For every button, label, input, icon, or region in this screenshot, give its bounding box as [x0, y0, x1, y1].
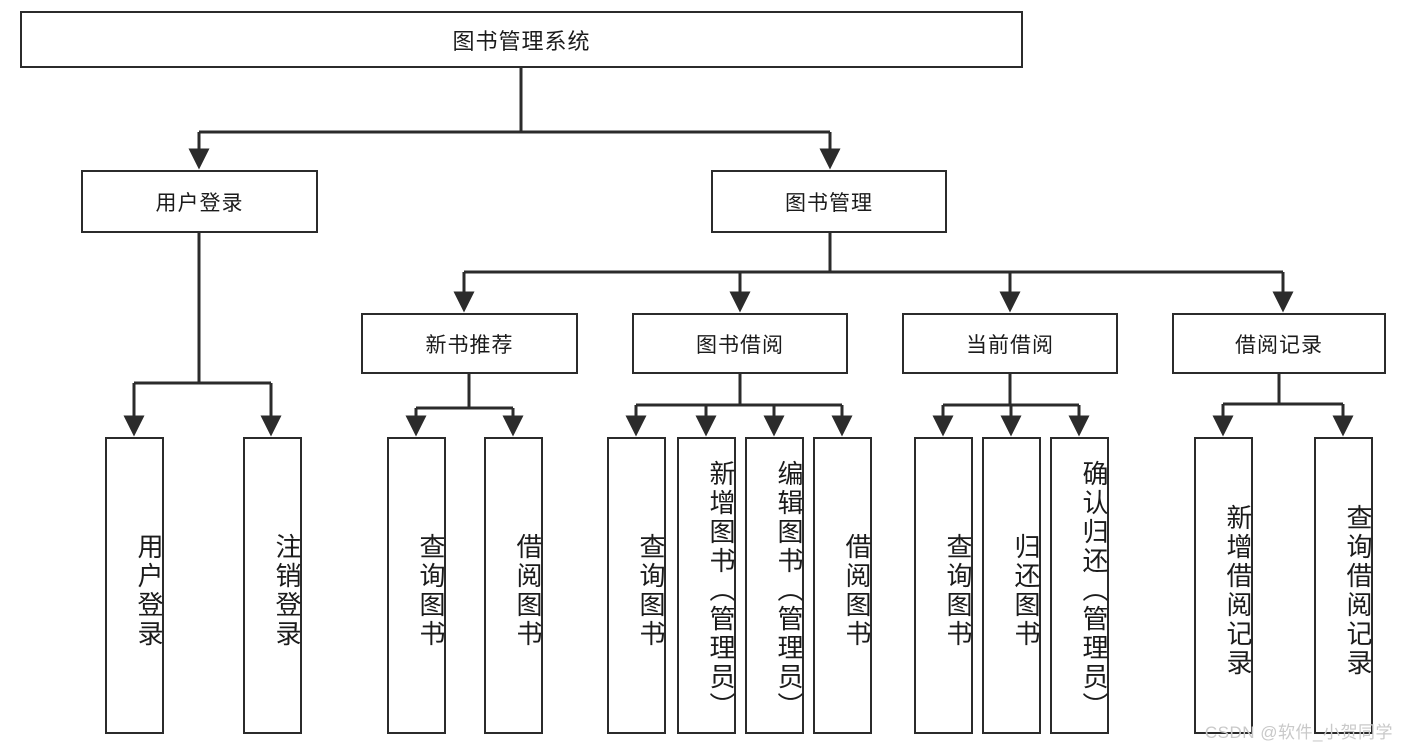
node-book-borrow[interactable]: 图书借阅 [632, 313, 848, 374]
node-current-borrow-label: 当前借阅 [966, 333, 1054, 357]
node-leaf-logout-label: 注销登录 [272, 532, 302, 649]
node-leaf-edit-book-label: 编辑图书（管理员） [774, 460, 804, 721]
node-borrow-record-label: 借阅记录 [1235, 333, 1323, 357]
node-leaf-query-record-label: 查询借阅记录 [1343, 503, 1373, 678]
node-new-book-rec[interactable]: 新书推荐 [361, 313, 578, 374]
node-leaf-logout[interactable]: 注销登录 [243, 437, 302, 734]
node-leaf-user-login[interactable]: 用户登录 [105, 437, 164, 734]
node-user-login[interactable]: 用户登录 [81, 170, 318, 233]
node-root-label: 图书管理系统 [452, 28, 591, 54]
node-leaf-add-record-label: 新增借阅记录 [1223, 503, 1253, 678]
node-leaf-query-book-3[interactable]: 查询图书 [914, 437, 973, 734]
node-leaf-return-book-label: 归还图书 [1011, 532, 1041, 649]
node-book-manage[interactable]: 图书管理 [711, 170, 947, 233]
node-leaf-query-book-1-label: 查询图书 [416, 532, 446, 649]
node-leaf-add-record[interactable]: 新增借阅记录 [1194, 437, 1253, 734]
node-leaf-borrow-book-1-label: 借阅图书 [513, 532, 543, 649]
node-leaf-query-book-2-label: 查询图书 [636, 532, 666, 649]
node-leaf-confirm-return-label: 确认归还（管理员） [1079, 460, 1109, 721]
node-leaf-query-book-2[interactable]: 查询图书 [607, 437, 666, 734]
node-leaf-user-login-label: 用户登录 [134, 532, 164, 649]
node-book-borrow-label: 图书借阅 [696, 333, 784, 357]
node-borrow-record[interactable]: 借阅记录 [1172, 313, 1386, 374]
node-current-borrow[interactable]: 当前借阅 [902, 313, 1118, 374]
node-new-book-rec-label: 新书推荐 [425, 333, 514, 357]
node-user-login-label: 用户登录 [155, 191, 244, 215]
node-book-manage-label: 图书管理 [785, 191, 873, 215]
node-leaf-add-book-label: 新增图书（管理员） [706, 460, 736, 721]
node-leaf-confirm-return[interactable]: 确认归还（管理员） [1050, 437, 1109, 734]
node-leaf-borrow-book-1[interactable]: 借阅图书 [484, 437, 543, 734]
node-leaf-borrow-book-2-label: 借阅图书 [842, 532, 872, 649]
node-leaf-query-book-1[interactable]: 查询图书 [387, 437, 446, 734]
node-leaf-edit-book[interactable]: 编辑图书（管理员） [745, 437, 804, 734]
node-root[interactable]: 图书管理系统 [20, 11, 1023, 68]
node-leaf-borrow-book-2[interactable]: 借阅图书 [813, 437, 872, 734]
node-leaf-add-book[interactable]: 新增图书（管理员） [677, 437, 736, 734]
node-leaf-query-book-3-label: 查询图书 [943, 532, 973, 649]
node-leaf-query-record[interactable]: 查询借阅记录 [1314, 437, 1373, 734]
node-leaf-return-book[interactable]: 归还图书 [982, 437, 1041, 734]
watermark-text: CSDN @软件_小贺同学 [1204, 723, 1393, 742]
